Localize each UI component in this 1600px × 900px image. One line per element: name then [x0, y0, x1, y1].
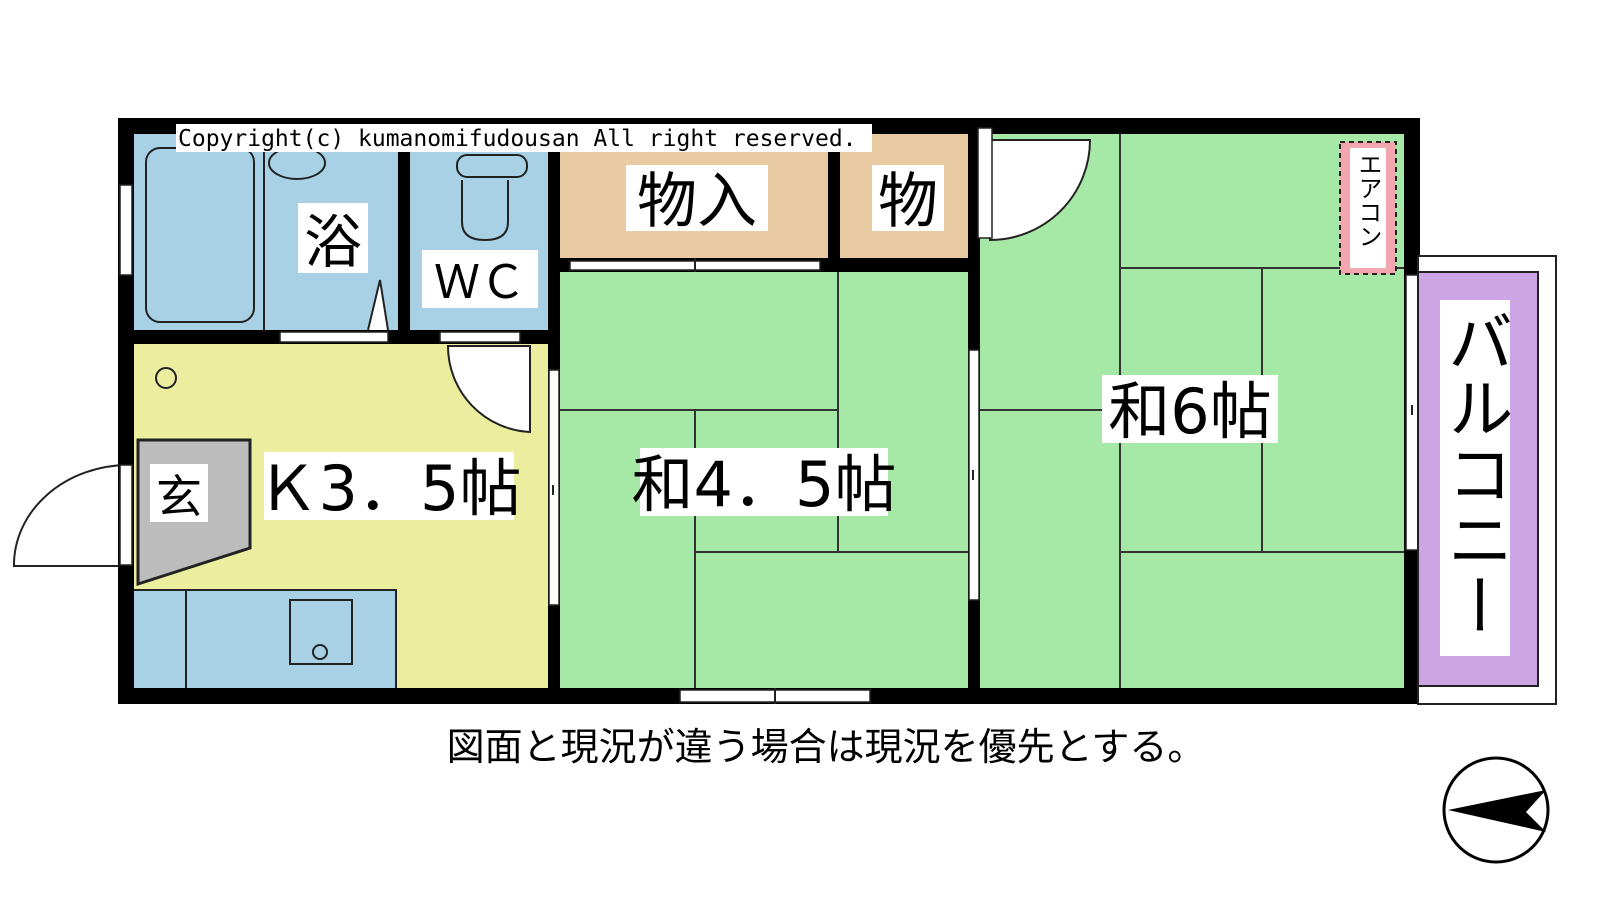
kitchen-counter	[127, 589, 397, 691]
tatami-45-lines	[553, 266, 978, 699]
room-label-washitsu-45: 和4．5帖	[632, 448, 897, 521]
room-label-entrance: 玄	[156, 470, 202, 524]
door-swing-icon	[446, 345, 531, 434]
north-arrow-icon	[1442, 756, 1550, 864]
room-label-kitchen: Ｋ3．5帖	[257, 452, 522, 525]
aircon-label: エアコン	[1354, 152, 1382, 248]
room-label-storage-small: 物	[878, 167, 938, 237]
toilet-icon	[456, 154, 528, 242]
entrance-door-icon	[12, 463, 129, 567]
window-ticks	[552, 258, 1413, 704]
copyright-text: Copyright(c) kumanomifudousan All right …	[178, 126, 857, 152]
room-label-bath: 浴	[304, 208, 362, 276]
balcony-label: バルコニー	[1437, 308, 1514, 638]
drain-icon	[155, 367, 177, 389]
disclaimer-note: 図面と現況が違う場合は現況を優先とする。	[447, 725, 1206, 769]
room-label-washitsu-6: 和6帖	[1108, 375, 1271, 448]
stove-icon	[289, 599, 353, 665]
room-label-storage-main: 物入	[637, 167, 757, 237]
room-label-wc: ＷＣ	[434, 255, 526, 309]
door-swing-icon	[989, 139, 1092, 242]
